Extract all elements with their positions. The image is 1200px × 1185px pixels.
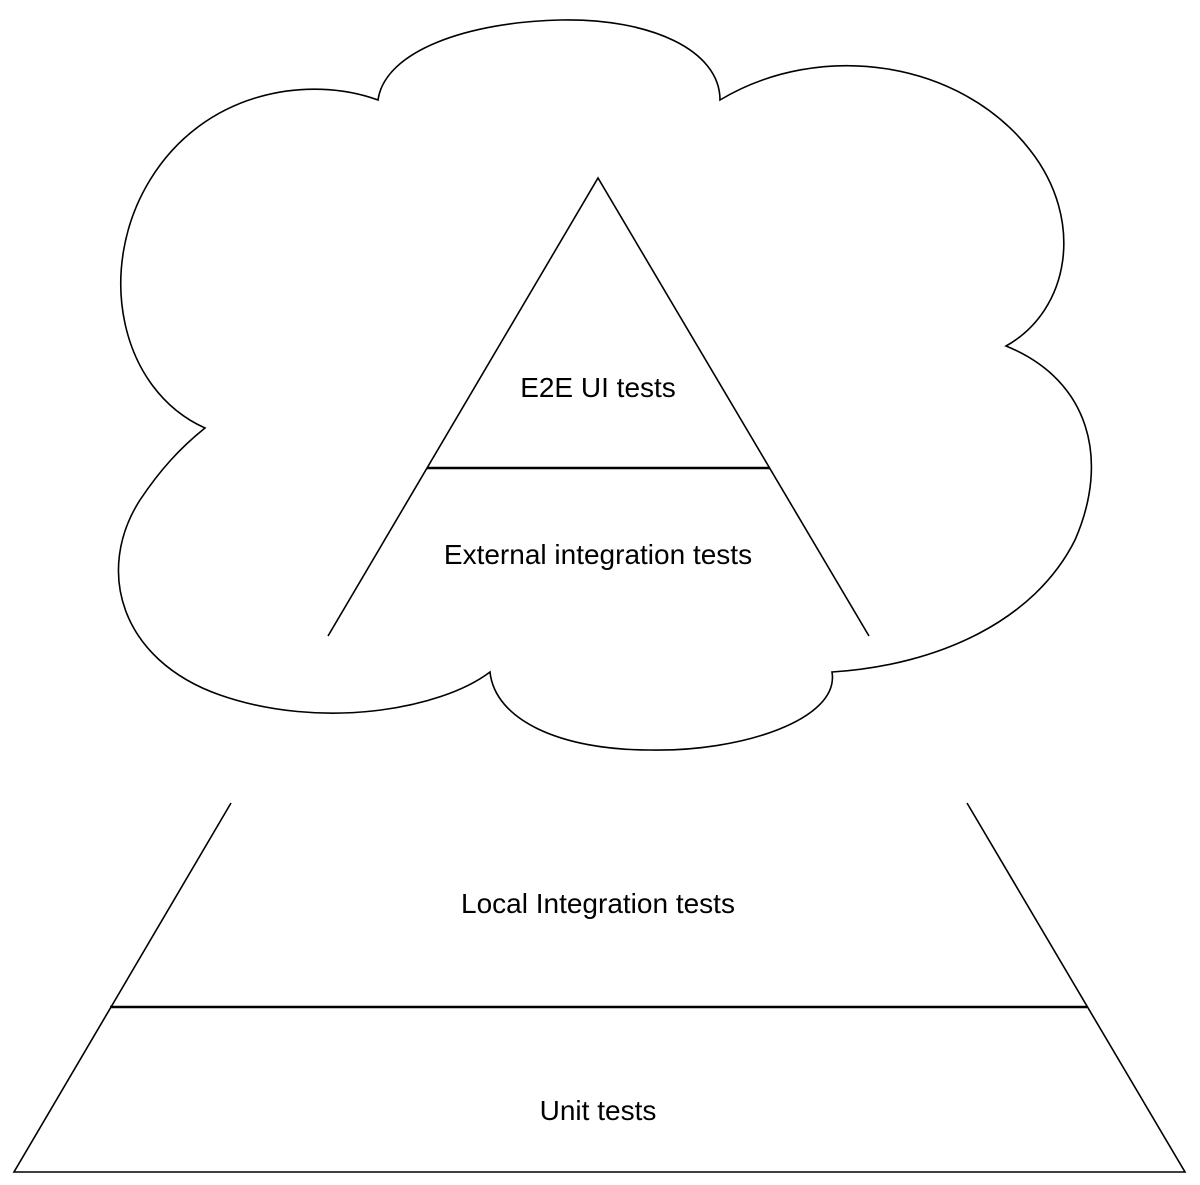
local-integration-tests-label: Local Integration tests (461, 888, 735, 919)
unit-tests-label: Unit tests (540, 1095, 657, 1126)
external-integration-tests-label: External integration tests (444, 539, 752, 570)
upper-pyramid-outline (327, 176, 870, 637)
e2e-ui-tests-label: E2E UI tests (520, 372, 676, 403)
cloud-shape (117, 19, 1093, 751)
lower-pyramid-outline (12, 802, 1187, 1173)
